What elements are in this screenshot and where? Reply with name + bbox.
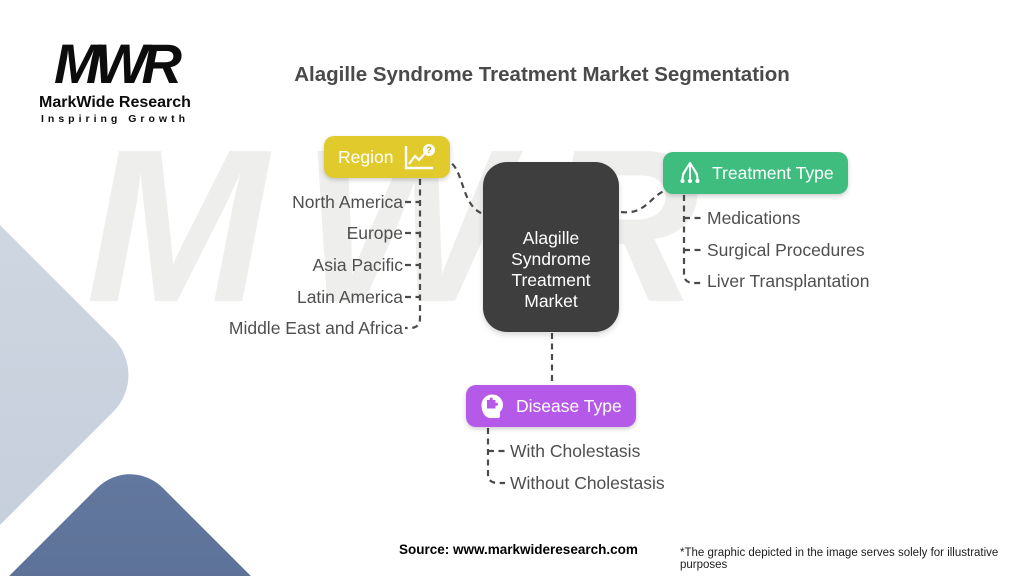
branch-nodes-icon bbox=[680, 162, 700, 183]
treatment-type-badge: Treatment Type bbox=[663, 152, 848, 194]
region-badge-label: Region bbox=[338, 146, 394, 167]
head-puzzle-icon bbox=[481, 393, 503, 418]
region-item-north-america: North America bbox=[292, 192, 403, 212]
treatment-item-liver-transplantation: Liver Transplantation bbox=[707, 271, 870, 291]
page-title: Alagille Syndrome Treatment Market Segme… bbox=[294, 63, 790, 86]
treatment-item-medications: Medications bbox=[707, 208, 801, 228]
logo-name: MarkWide Research bbox=[39, 94, 191, 111]
chart-question-icon: ? bbox=[405, 143, 436, 169]
disease-item-without-cholestasis: Without Cholestasis bbox=[510, 473, 665, 493]
source-text: Source: www.markwideresearch.com bbox=[399, 542, 638, 557]
region-item-asia-pacific: Asia Pacific bbox=[312, 255, 403, 275]
region-item-latin-america: Latin America bbox=[296, 287, 403, 307]
logo-mark: MWR bbox=[54, 32, 182, 95]
disclaimer-text: *The graphic depicted in the image serve… bbox=[680, 547, 999, 571]
disease-item-with-cholestasis: With Cholestasis bbox=[510, 441, 641, 461]
disease-type-badge-label: Disease Type bbox=[516, 395, 622, 416]
region-item-middle-east-africa: Middle East and Africa bbox=[228, 318, 403, 338]
svg-text:?: ? bbox=[427, 145, 433, 156]
logo-tagline: Inspiring Growth bbox=[41, 113, 189, 125]
treatment-item-surgical-procedures: Surgical Procedures bbox=[707, 240, 865, 260]
disease-type-badge: Disease Type bbox=[466, 385, 636, 427]
markwide-logo: MWR MarkWide Research Inspiring Growth bbox=[30, 32, 200, 126]
region-item-europe: Europe bbox=[346, 223, 403, 243]
treatment-type-badge-label: Treatment Type bbox=[712, 162, 834, 183]
region-badge: Region ? bbox=[324, 136, 451, 178]
center-market-node: Alagille Syndrome Treatment Market bbox=[483, 162, 619, 332]
